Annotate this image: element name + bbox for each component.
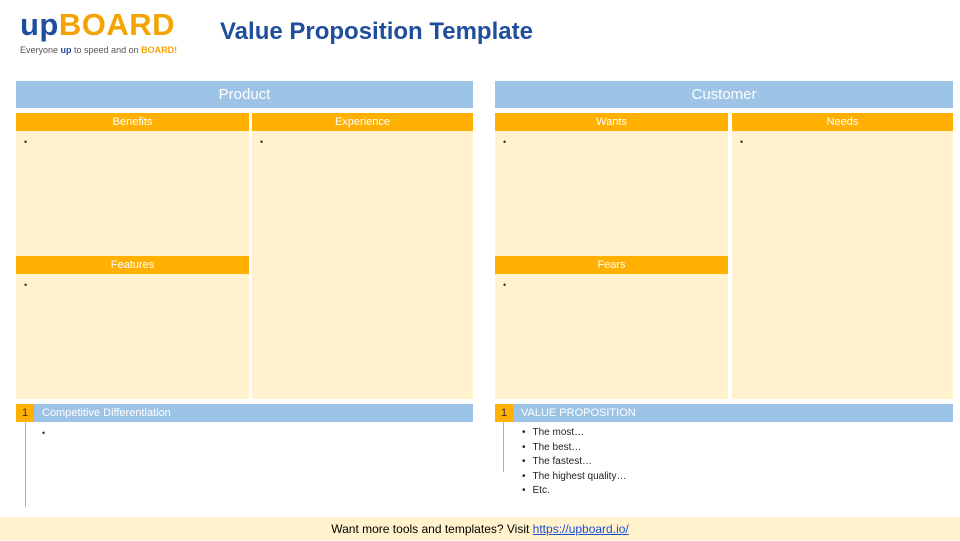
value-proposition-list[interactable]: The most… The best… The fastest… The hig… bbox=[522, 426, 822, 499]
footer-link[interactable]: https://upboard.io/ bbox=[532, 522, 629, 536]
footer-text: Want more tools and templates? Visit bbox=[331, 522, 533, 536]
needs-cell[interactable]: • bbox=[732, 131, 953, 399]
logo-tagline: Everyone up to speed and on BOARD! bbox=[20, 45, 177, 55]
experience-header: Experience bbox=[252, 113, 473, 131]
benefits-cell[interactable]: • bbox=[16, 131, 249, 256]
footer-banner: Want more tools and templates? Visit htt… bbox=[0, 517, 960, 540]
logo-tagline-up: up bbox=[60, 45, 72, 55]
logo-up-text: up bbox=[20, 7, 59, 42]
fears-header: Fears bbox=[495, 256, 728, 274]
features-cell[interactable]: • bbox=[16, 274, 249, 399]
needs-header: Needs bbox=[732, 113, 953, 131]
product-header: Product bbox=[16, 81, 473, 108]
customer-header: Customer bbox=[495, 81, 953, 108]
wants-header: Wants bbox=[495, 113, 728, 131]
value-proposition-divider bbox=[503, 422, 504, 472]
differentiation-number: 1 bbox=[16, 404, 34, 422]
value-proposition-number: 1 bbox=[495, 404, 513, 422]
value-proposition-item: The fastest… bbox=[522, 455, 822, 470]
logo-tagline-board: BOARD! bbox=[141, 45, 178, 55]
differentiation-header: Competitive Differentiation bbox=[34, 404, 473, 422]
value-proposition-item: The most… bbox=[522, 426, 822, 441]
value-proposition-header: VALUE PROPOSITION bbox=[513, 404, 953, 422]
features-header: Features bbox=[16, 256, 249, 274]
benefits-header: Benefits bbox=[16, 113, 249, 131]
logo-board-text: BOARD bbox=[58, 7, 176, 42]
logo-tagline-mid: to speed and on bbox=[71, 45, 142, 55]
page-title: Value Proposition Template bbox=[220, 18, 533, 45]
differentiation-divider bbox=[25, 422, 26, 507]
value-proposition-item: Etc. bbox=[522, 484, 822, 499]
fears-cell[interactable]: • bbox=[495, 274, 728, 399]
logo-tagline-pre: Everyone bbox=[20, 45, 61, 55]
upboard-logo: upBOARD bbox=[20, 6, 175, 44]
differentiation-cell[interactable]: • bbox=[42, 428, 46, 438]
value-proposition-item: The best… bbox=[522, 441, 822, 456]
wants-cell[interactable]: • bbox=[495, 131, 728, 256]
value-proposition-item: The highest quality… bbox=[522, 470, 822, 485]
experience-cell[interactable]: • bbox=[252, 131, 473, 399]
